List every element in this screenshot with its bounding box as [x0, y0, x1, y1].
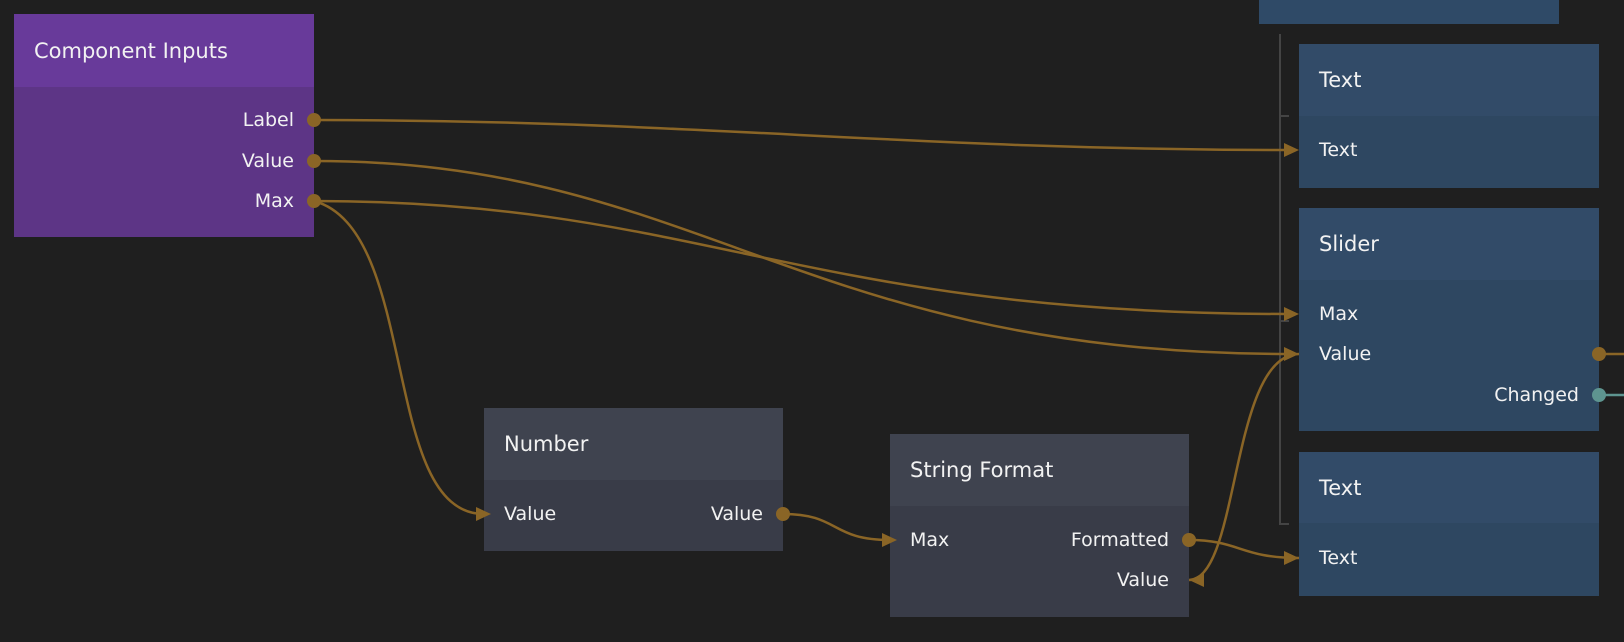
arrow-icon: [1284, 143, 1299, 157]
output-port-formatted[interactable]: Formatted: [1070, 529, 1169, 551]
wire-value-to-slider-value[interactable]: [313, 159, 1291, 356]
port-value[interactable]: Value: [1116, 569, 1169, 591]
input-port-text[interactable]: Text: [1319, 547, 1358, 569]
component-inputs-node[interactable]: Component Inputs Label Value Max: [14, 14, 314, 237]
port-dot[interactable]: [1182, 533, 1196, 547]
input-port-max[interactable]: Max: [910, 529, 950, 551]
node-title: Text: [1319, 475, 1362, 500]
wire-label-to-text[interactable]: [313, 118, 1291, 152]
port-dot[interactable]: [307, 154, 321, 168]
port-dot[interactable]: [776, 507, 790, 521]
arrow-icon: [882, 533, 897, 547]
input-port-value[interactable]: Value: [1319, 343, 1372, 365]
wire-slider-value-to-stringformat-value[interactable]: [1188, 352, 1300, 582]
wire-max-to-number[interactable]: [313, 199, 485, 516]
port-dot[interactable]: [1592, 388, 1606, 402]
node-title: String Format: [910, 458, 1054, 482]
wire-max-to-slider-max[interactable]: [313, 199, 1291, 316]
input-port-value[interactable]: Value: [504, 503, 557, 525]
string-format-node[interactable]: String Format Max Formatted Value: [890, 434, 1189, 617]
text-node-bottom[interactable]: Text Text: [1299, 452, 1599, 596]
wire-formatted-to-text[interactable]: [1188, 538, 1300, 560]
port-dot[interactable]: [307, 113, 321, 127]
input-port-text[interactable]: Text: [1319, 139, 1358, 161]
node-header: Text: [1299, 452, 1599, 523]
node-title: Number: [504, 432, 589, 456]
arrow-icon: [1284, 347, 1299, 361]
text-node-top[interactable]: Text Text: [1299, 44, 1599, 188]
slider-node[interactable]: Slider Max Value Changed: [1299, 208, 1599, 431]
arrow-icon: [476, 507, 491, 521]
node-header: String Format: [890, 434, 1189, 506]
node-title: Component Inputs: [34, 38, 228, 63]
wire-number-to-stringformat[interactable]: [782, 512, 891, 542]
node-header: Text: [1299, 44, 1599, 116]
output-port-value[interactable]: Value: [241, 150, 294, 172]
hierarchy-tick: [1279, 523, 1289, 525]
node-header: Component Inputs: [14, 14, 314, 87]
port-dot[interactable]: [307, 194, 321, 208]
hierarchy-tick: [1279, 115, 1289, 117]
hierarchy-line: [1279, 34, 1281, 525]
arrow-icon: [1189, 573, 1204, 587]
output-port-value[interactable]: Value: [710, 503, 763, 525]
arrow-icon: [1284, 307, 1299, 321]
output-port-changed[interactable]: Changed: [1494, 384, 1579, 406]
node-title: Text: [1319, 68, 1362, 92]
arrow-icon: [1284, 551, 1299, 565]
input-port-max[interactable]: Max: [1319, 303, 1359, 325]
port-dot[interactable]: [1592, 347, 1606, 361]
output-port-max[interactable]: Max: [254, 190, 294, 212]
number-node[interactable]: Number Value Value: [484, 408, 783, 551]
offscreen-parent-node[interactable]: [1259, 0, 1559, 24]
node-title: Slider: [1319, 232, 1379, 256]
node-header: Slider: [1299, 208, 1599, 280]
node-header: Number: [484, 408, 783, 480]
output-port-label[interactable]: Label: [242, 109, 294, 131]
